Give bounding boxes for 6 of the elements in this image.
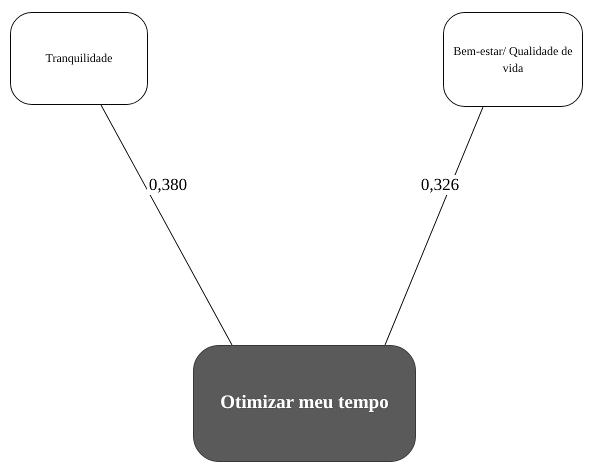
rounded-box: Tranquilidade [10,12,148,105]
edge-label: 0,326 [418,175,462,195]
connector-line [100,104,232,346]
connector-line [384,106,484,346]
rounded-box: Otimizar meu tempo [193,345,416,462]
rounded-box: Bem-estar/ Qualidade de vida [443,12,583,107]
